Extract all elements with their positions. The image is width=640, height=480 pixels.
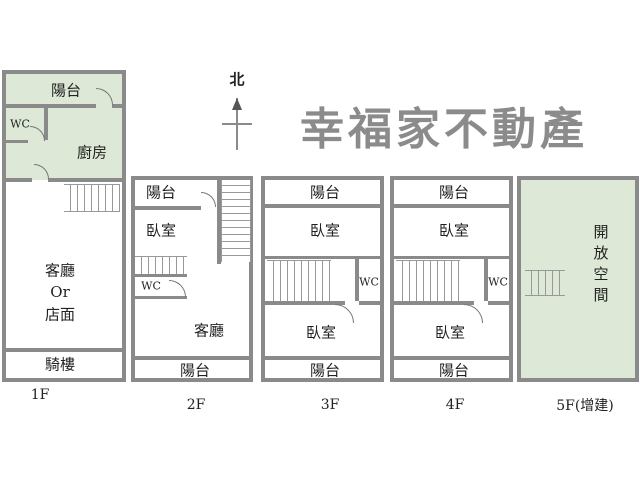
watermark: 幸福家不動產 bbox=[300, 104, 588, 155]
north-arrow-crossbar bbox=[222, 123, 252, 125]
wall bbox=[112, 104, 122, 108]
wall bbox=[44, 108, 48, 140]
wall bbox=[6, 140, 28, 143]
staircase bbox=[525, 270, 565, 296]
room-arcade: 騎樓 bbox=[44, 355, 76, 374]
room-wc: WC bbox=[359, 275, 379, 289]
wall bbox=[488, 301, 509, 305]
wall bbox=[265, 301, 345, 305]
room-wc: WC bbox=[10, 117, 30, 131]
floor-label-2f: 2F bbox=[186, 397, 206, 413]
room-balcony-top: 陽台 bbox=[145, 183, 177, 202]
room-kitchen: 廚房 bbox=[76, 143, 108, 162]
wall bbox=[359, 301, 380, 305]
wall bbox=[6, 348, 122, 352]
wall bbox=[48, 178, 122, 182]
wall bbox=[394, 256, 509, 259]
wall bbox=[484, 259, 488, 301]
room-bedroom-bottom: 臥室 bbox=[305, 323, 337, 342]
room-balcony-bottom: 陽台 bbox=[309, 361, 341, 380]
staircase bbox=[267, 260, 331, 302]
room-wc: WC bbox=[488, 275, 508, 289]
wall bbox=[135, 356, 249, 360]
room-bedroom-top: 臥室 bbox=[309, 221, 341, 240]
floor-2f-plan: 陽台 臥室 WC 客廳 陽台 bbox=[131, 176, 253, 382]
room-open-space: 開放空間 bbox=[591, 224, 610, 308]
room-balcony-bottom: 陽台 bbox=[438, 361, 470, 380]
wall bbox=[6, 104, 96, 108]
floor-5f-plan: 開放空間 bbox=[517, 176, 639, 382]
door-swing bbox=[201, 192, 216, 207]
room-or: Or bbox=[50, 283, 70, 301]
wall bbox=[355, 259, 359, 301]
wall bbox=[135, 296, 187, 299]
wall bbox=[135, 206, 201, 210]
staircase bbox=[221, 180, 251, 262]
staircase bbox=[64, 184, 120, 212]
north-label: 北 bbox=[229, 70, 245, 89]
floor-label-1f: 1F bbox=[30, 387, 50, 403]
room-shop: 店面 bbox=[44, 305, 76, 324]
floor-3f-plan: 陽台 臥室 WC 臥室 陽台 bbox=[261, 176, 384, 382]
room-balcony-top: 陽台 bbox=[309, 183, 341, 202]
wall bbox=[394, 204, 509, 208]
wall bbox=[265, 204, 380, 208]
room-bedroom: 臥室 bbox=[145, 221, 177, 240]
room-bedroom-bottom: 臥室 bbox=[434, 323, 466, 342]
wall bbox=[217, 180, 221, 264]
floor-label-3f: 3F bbox=[320, 397, 340, 413]
room-living: 客廳 bbox=[44, 261, 76, 280]
north-arrow-head bbox=[232, 98, 242, 110]
door-swing bbox=[335, 304, 354, 323]
wall bbox=[6, 178, 32, 182]
door-swing bbox=[169, 280, 186, 297]
wall bbox=[394, 301, 474, 305]
wall bbox=[265, 256, 380, 259]
staircase bbox=[396, 260, 460, 302]
floor-label-5f: 5F(增建) bbox=[556, 398, 614, 414]
staircase bbox=[135, 256, 187, 276]
room-living: 客廳 bbox=[193, 321, 225, 340]
floor-label-4f: 4F bbox=[445, 397, 465, 413]
wall bbox=[394, 356, 509, 360]
room-balcony-top: 陽台 bbox=[438, 183, 470, 202]
room-bedroom-top: 臥室 bbox=[438, 221, 470, 240]
floor-1f-plan: 陽台 WC 廚房 客廳 Or 店面 騎樓 bbox=[2, 70, 126, 382]
wall bbox=[135, 274, 187, 277]
door-swing bbox=[464, 304, 483, 323]
room-wc: WC bbox=[141, 279, 161, 293]
room-balcony: 陽台 bbox=[50, 81, 82, 100]
floor-4f-plan: 陽台 臥室 WC 臥室 陽台 bbox=[390, 176, 513, 382]
room-balcony-bottom: 陽台 bbox=[179, 361, 211, 380]
wall bbox=[265, 356, 380, 360]
